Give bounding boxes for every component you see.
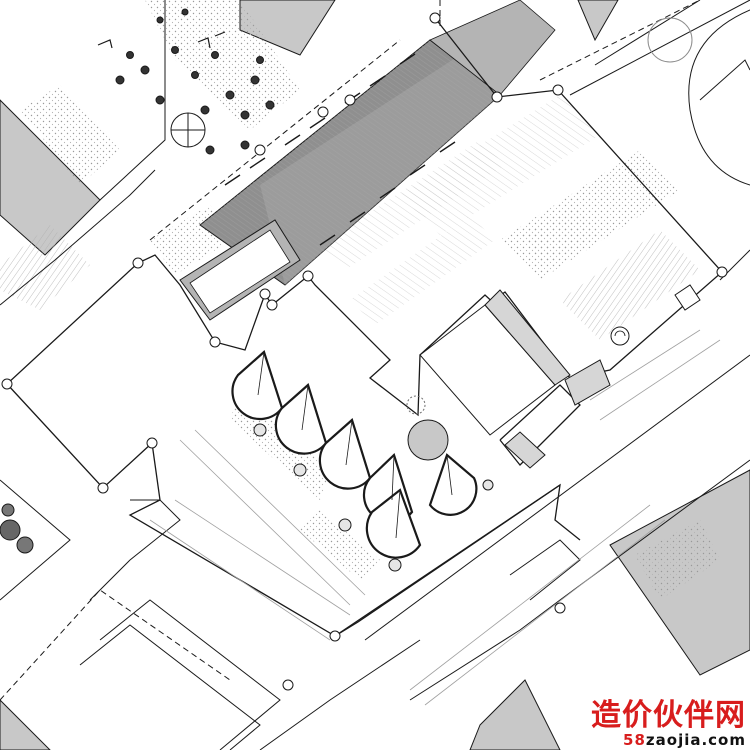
small-round-stair: [406, 395, 426, 415]
watermark-url-number: 58: [623, 731, 646, 749]
stair-arc-icon: [614, 330, 626, 337]
watermark-logo: 造价伙伴网 58zaojia.com: [562, 701, 746, 748]
building-bottom-left: [0, 699, 51, 750]
building-top-right: [577, 0, 619, 42]
watermark-url: 58zaojia.com: [562, 733, 746, 748]
survey-point-circles: [1, 12, 728, 691]
round-table-symbol: [610, 326, 630, 346]
watermark-url-domain: zaojia.com: [645, 731, 746, 749]
ground-textures: [0, 0, 720, 600]
garden-markers: [97, 31, 226, 49]
scalloped-canopy: [231, 350, 478, 559]
main-roof: [179, 0, 556, 321]
dashed-property-lines: [0, 0, 701, 701]
tree-symbols: [0, 8, 693, 572]
building-bottom-right: [469, 679, 561, 750]
watermark-chinese-text: 造价伙伴网: [591, 698, 746, 733]
round-courtyard-feature: [407, 419, 449, 461]
annex-building: [419, 284, 701, 469]
canopy-ribs: [257, 351, 453, 539]
parking-stripes: [149, 329, 721, 706]
